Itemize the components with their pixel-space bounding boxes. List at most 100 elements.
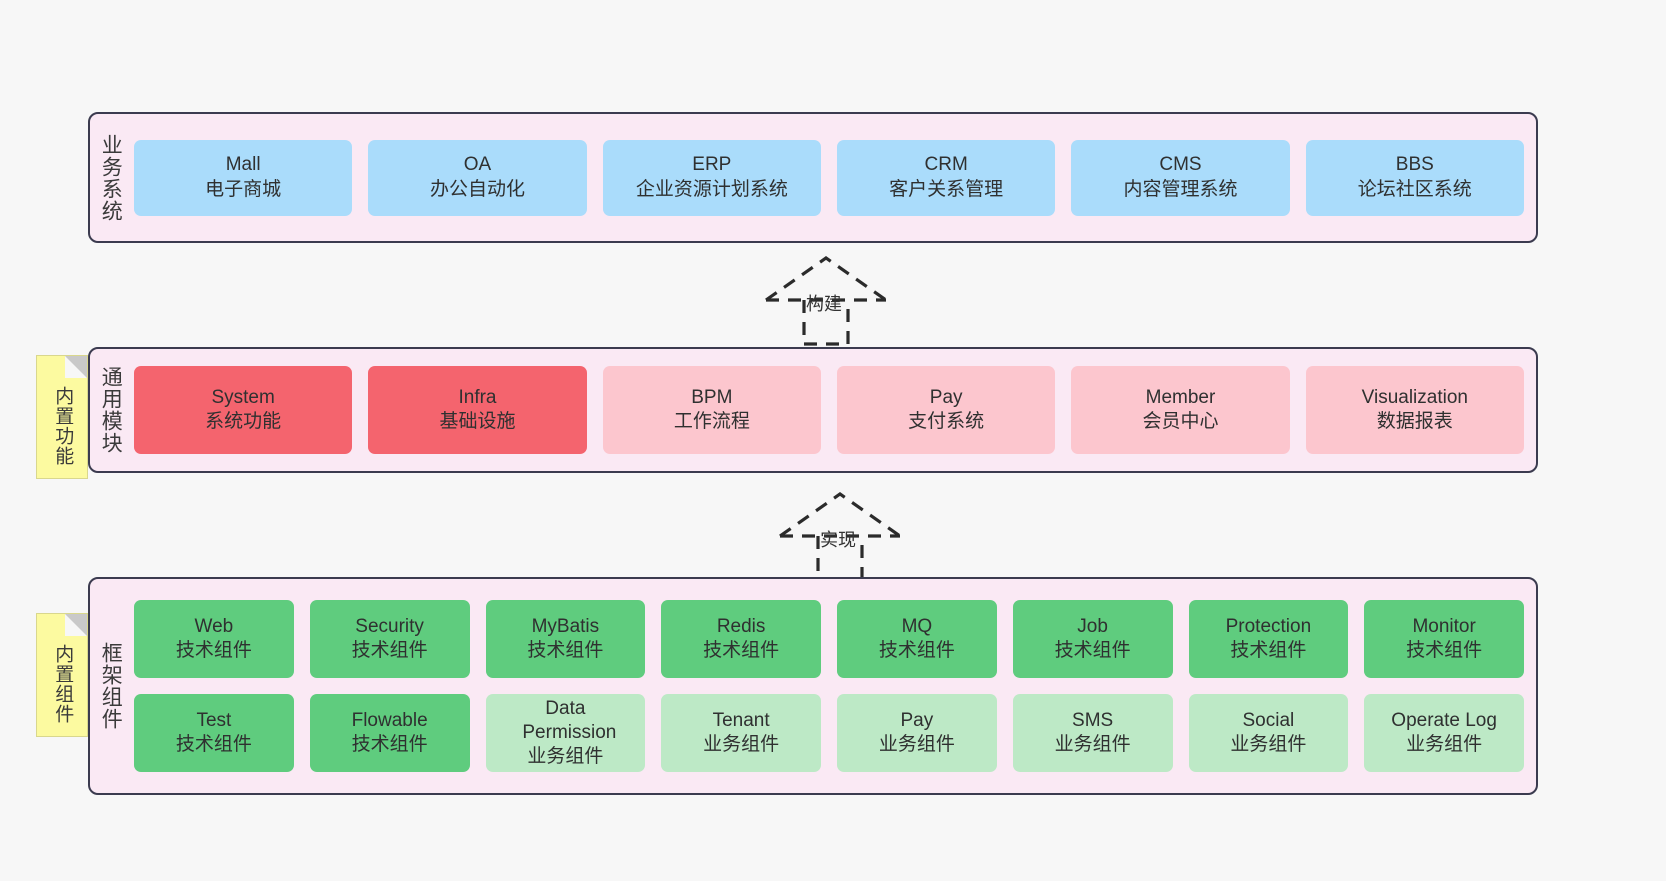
card-oa[interactable]: OA 办公自动化 [368,139,587,216]
sticky-note-builtin-components: 内置组件 [36,613,88,737]
card-system[interactable]: System 系统功能 [134,366,353,454]
card-sms-desc: 业务组件 [1054,734,1131,755]
card-visualization-name: Visualization [1361,386,1468,408]
card-erp-name: ERP [692,154,732,176]
sticky-note-builtin-features: 内置功能 [36,355,88,479]
card-bpm-desc: 工作流程 [673,411,750,432]
card-monitor-desc: 技术组件 [1406,640,1483,661]
card-visualization-desc: 数据报表 [1376,411,1453,432]
card-system-desc: 系统功能 [205,411,282,432]
card-job[interactable]: Job 技术组件 [1012,600,1173,678]
card-operate-log-name: Operate Log [1391,709,1497,731]
common-card-row: System 系统功能 Infra 基础设施 BPM 工作流程 Pay 支付系统… [134,366,1524,454]
card-erp[interactable]: ERP 企业资源计划系统 [602,139,821,216]
card-bbs-desc: 论坛社区系统 [1357,178,1472,200]
connector-build: 构建 [758,248,898,348]
card-cms-name: CMS [1159,154,1202,176]
card-pay-module-desc: 支付系统 [908,411,985,432]
card-bpm-name: BPM [691,386,733,408]
connector-implement-label: 实现 [820,530,856,550]
card-protection-desc: 技术组件 [1230,640,1307,661]
card-infra-name: Infra [458,386,497,408]
card-social[interactable]: Social 业务组件 [1188,694,1349,772]
card-security-desc: 技术组件 [351,640,428,661]
card-protection[interactable]: Protection 技术组件 [1188,600,1349,678]
card-web[interactable]: Web 技术组件 [134,600,294,678]
layer-framework-components-body: Web 技术组件 Security 技术组件 MyBatis 技术组件 Redi… [130,579,1536,793]
card-operate-log[interactable]: Operate Log 业务组件 [1364,694,1524,772]
card-pay-component-desc: 业务组件 [878,734,955,755]
layer-common-modules-body: System 系统功能 Infra 基础设施 BPM 工作流程 Pay 支付系统… [130,349,1536,471]
layer-business-systems-body: Mall 电子商城 OA 办公自动化 ERP 企业资源计划系统 CRM 客户关系… [130,114,1536,241]
card-pay-component-name: Pay [900,709,934,731]
card-tenant[interactable]: Tenant 业务组件 [661,694,821,772]
build-arrow-shaft [802,300,850,346]
connector-implement: 实现 [772,484,912,584]
layer-framework-components: 框架组件 Web 技术组件 Security 技术组件 MyBatis 技术组件… [88,577,1538,795]
card-mybatis[interactable]: MyBatis 技术组件 [485,600,646,678]
card-mq[interactable]: MQ 技术组件 [837,600,997,678]
card-mall-name: Mall [225,154,261,176]
layer-business-systems-title: 业务系统 [99,133,123,222]
card-crm-name: CRM [924,154,968,176]
card-visualization[interactable]: Visualization 数据报表 [1305,366,1524,454]
card-test[interactable]: Test 技术组件 [134,694,294,772]
card-flowable[interactable]: Flowable 技术组件 [309,694,470,772]
card-security-name: Security [355,615,424,637]
card-protection-name: Protection [1225,615,1312,637]
card-member-name: Member [1145,386,1216,408]
card-pay-module-name: Pay [929,386,963,408]
card-data-permission-desc: 业务组件 [527,746,604,768]
card-security[interactable]: Security 技术组件 [309,600,470,678]
card-flowable-name: Flowable [351,709,428,731]
card-infra-desc: 基础设施 [439,411,516,432]
card-infra[interactable]: Infra 基础设施 [368,366,587,454]
card-flowable-desc: 技术组件 [351,734,428,755]
card-data-permission-name: Data Permission [522,697,617,743]
card-sms-name: SMS [1072,709,1114,731]
card-job-name: Job [1077,615,1108,637]
card-member-desc: 会员中心 [1142,411,1219,432]
sticky-note-builtin-components-label: 内置组件 [52,644,74,724]
card-cms-desc: 内容管理系统 [1123,178,1238,200]
card-tenant-name: Tenant [712,709,770,731]
card-mybatis-desc: 技术组件 [527,640,604,661]
card-job-desc: 技术组件 [1054,640,1131,661]
implement-arrowhead [779,492,901,538]
card-bbs-name: BBS [1395,154,1434,176]
card-redis-name: Redis [716,615,766,637]
card-pay-component[interactable]: Pay 业务组件 [837,694,997,772]
card-social-name: Social [1242,709,1295,731]
card-bpm[interactable]: BPM 工作流程 [602,366,821,454]
card-test-desc: 技术组件 [175,734,252,755]
card-monitor-name: Monitor [1412,615,1476,637]
card-redis[interactable]: Redis 技术组件 [661,600,821,678]
card-mq-name: MQ [901,615,933,637]
card-mall[interactable]: Mall 电子商城 [134,139,353,216]
framework-card-row-2: Test 技术组件 Flowable 技术组件 Data Permission … [134,694,1524,772]
card-system-name: System [211,386,275,408]
card-data-permission[interactable]: Data Permission 业务组件 [485,694,646,772]
sticky-note-builtin-features-label: 内置功能 [52,386,74,466]
connector-build-label: 构建 [806,294,842,314]
card-social-desc: 业务组件 [1230,734,1307,755]
card-sms[interactable]: SMS 业务组件 [1012,694,1173,772]
card-mybatis-name: MyBatis [531,615,600,637]
card-member[interactable]: Member 会员中心 [1071,366,1290,454]
card-erp-desc: 企业资源计划系统 [635,178,788,200]
card-bbs[interactable]: BBS 论坛社区系统 [1305,139,1524,216]
card-web-desc: 技术组件 [175,640,252,661]
layer-business-systems: 业务系统 Mall 电子商城 OA 办公自动化 ERP 企业资源计划系统 CRM… [88,112,1538,243]
build-arrowhead [765,256,887,302]
card-crm[interactable]: CRM 客户关系管理 [836,139,1056,216]
card-mq-desc: 技术组件 [878,640,955,661]
card-cms[interactable]: CMS 内容管理系统 [1071,139,1290,216]
card-web-name: Web [194,615,234,637]
card-redis-desc: 技术组件 [703,640,780,661]
card-operate-log-desc: 业务组件 [1406,734,1483,755]
framework-card-row-1: Web 技术组件 Security 技术组件 MyBatis 技术组件 Redi… [134,600,1524,678]
card-oa-desc: 办公自动化 [429,178,525,200]
card-monitor[interactable]: Monitor 技术组件 [1364,600,1524,678]
card-oa-name: OA [463,154,492,176]
card-pay-module[interactable]: Pay 支付系统 [836,366,1056,454]
